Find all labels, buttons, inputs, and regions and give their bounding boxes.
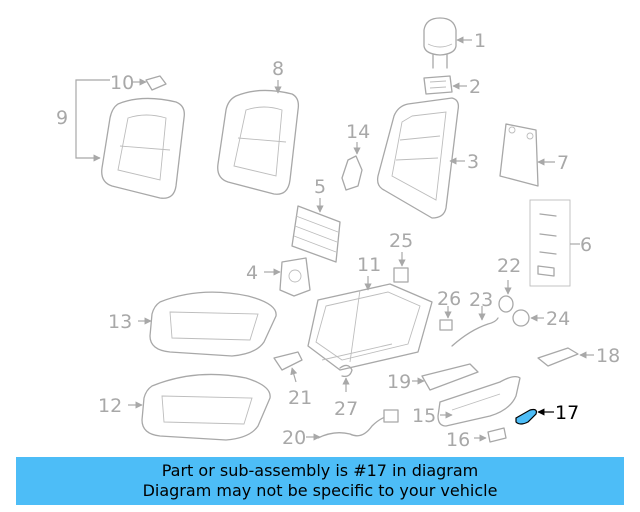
callout-12: 12 — [98, 395, 143, 417]
svg-text:13: 13 — [108, 311, 132, 333]
callout-5: 5 — [314, 176, 326, 213]
svg-text:23: 23 — [469, 289, 493, 311]
callout-21: 21 — [288, 367, 312, 409]
part-3-seatback-frame — [376, 97, 460, 219]
part-2-headrest-guide — [423, 75, 453, 95]
svg-text:27: 27 — [334, 398, 358, 420]
part-1-headrest — [423, 17, 457, 69]
callout-14: 14 — [346, 121, 370, 155]
svg-text:5: 5 — [314, 176, 326, 198]
callout-26: 26 — [437, 288, 461, 319]
callout-15: 15 — [412, 405, 453, 427]
callout-6: 6 — [570, 234, 592, 256]
svg-text:10: 10 — [110, 72, 134, 94]
part-19-inner-shield — [421, 363, 479, 391]
part-25-switch — [393, 267, 409, 283]
part-9-seatback-pad — [101, 97, 185, 199]
callout-1: 1 — [456, 30, 486, 52]
callout-20: 20 — [282, 427, 321, 449]
svg-text:8: 8 — [272, 58, 284, 80]
part-8-seatback-cover — [217, 89, 300, 195]
svg-text:22: 22 — [497, 255, 521, 277]
callout-18: 18 — [579, 345, 620, 367]
part-17-highlighted — [515, 408, 537, 425]
svg-text:19: 19 — [387, 371, 411, 393]
callout-2: 2 — [452, 76, 481, 98]
svg-text:1: 1 — [474, 30, 486, 52]
callout-8: 8 — [272, 58, 284, 94]
part-14-bracket — [341, 155, 363, 191]
callout-24: 24 — [530, 308, 570, 330]
svg-text:6: 6 — [580, 234, 592, 256]
part-16-cap — [487, 427, 507, 443]
svg-text:21: 21 — [288, 387, 312, 409]
banner-line-1: Part or sub-assembly is #17 in diagram — [161, 461, 479, 480]
part-20-wire-harness — [317, 409, 399, 439]
part-23-cable — [451, 317, 499, 347]
callout-19: 19 — [387, 371, 425, 393]
callout-10: 10 — [110, 72, 147, 94]
part-27-hook — [339, 364, 353, 378]
callout-11: 11 — [357, 254, 381, 291]
svg-text:26: 26 — [437, 288, 461, 310]
part-6-hardware-set — [529, 199, 571, 287]
callout-17: 17 — [537, 402, 579, 424]
callout-4: 4 — [246, 262, 281, 284]
part-26-clip — [439, 319, 453, 331]
callout-13: 13 — [108, 311, 152, 333]
part-4-recliner — [279, 257, 311, 297]
callout-7: 7 — [537, 152, 569, 174]
svg-text:24: 24 — [546, 308, 570, 330]
part-24-knob — [512, 309, 530, 327]
part-12-seat-pad — [141, 373, 271, 441]
part-10-clip — [145, 75, 167, 91]
svg-text:14: 14 — [346, 121, 370, 143]
svg-text:4: 4 — [246, 262, 258, 284]
part-11-seat-frame — [307, 283, 433, 371]
part-5-lumbar-support — [291, 205, 341, 263]
svg-text:17: 17 — [555, 402, 579, 424]
part-22-knob — [498, 295, 514, 313]
part-15-outer-shield — [437, 376, 521, 427]
svg-text:11: 11 — [357, 254, 381, 276]
svg-text:12: 12 — [98, 395, 122, 417]
svg-text:15: 15 — [412, 405, 436, 427]
svg-text:20: 20 — [282, 427, 306, 449]
part-13-seat-cover — [149, 291, 277, 357]
callout-9: 9 — [56, 79, 110, 162]
callout-16: 16 — [446, 429, 487, 451]
callout-23: 23 — [469, 289, 493, 321]
info-banner: Part or sub-assembly is #17 in diagram D… — [16, 457, 624, 505]
svg-text:2: 2 — [469, 76, 481, 98]
svg-text:18: 18 — [596, 345, 620, 367]
banner-line-2: Diagram may not be specific to your vehi… — [142, 481, 498, 500]
part-18-switch-cover — [537, 347, 579, 367]
callout-27: 27 — [334, 377, 358, 420]
svg-text:3: 3 — [467, 151, 479, 173]
callout-3: 3 — [449, 151, 479, 173]
svg-text:16: 16 — [446, 429, 470, 451]
svg-text:25: 25 — [389, 230, 413, 252]
callout-22: 22 — [497, 255, 521, 295]
part-7-back-board — [499, 123, 539, 187]
svg-text:9: 9 — [56, 107, 68, 129]
callout-25: 25 — [389, 230, 413, 267]
part-21-handle — [273, 351, 303, 371]
svg-text:7: 7 — [557, 152, 569, 174]
